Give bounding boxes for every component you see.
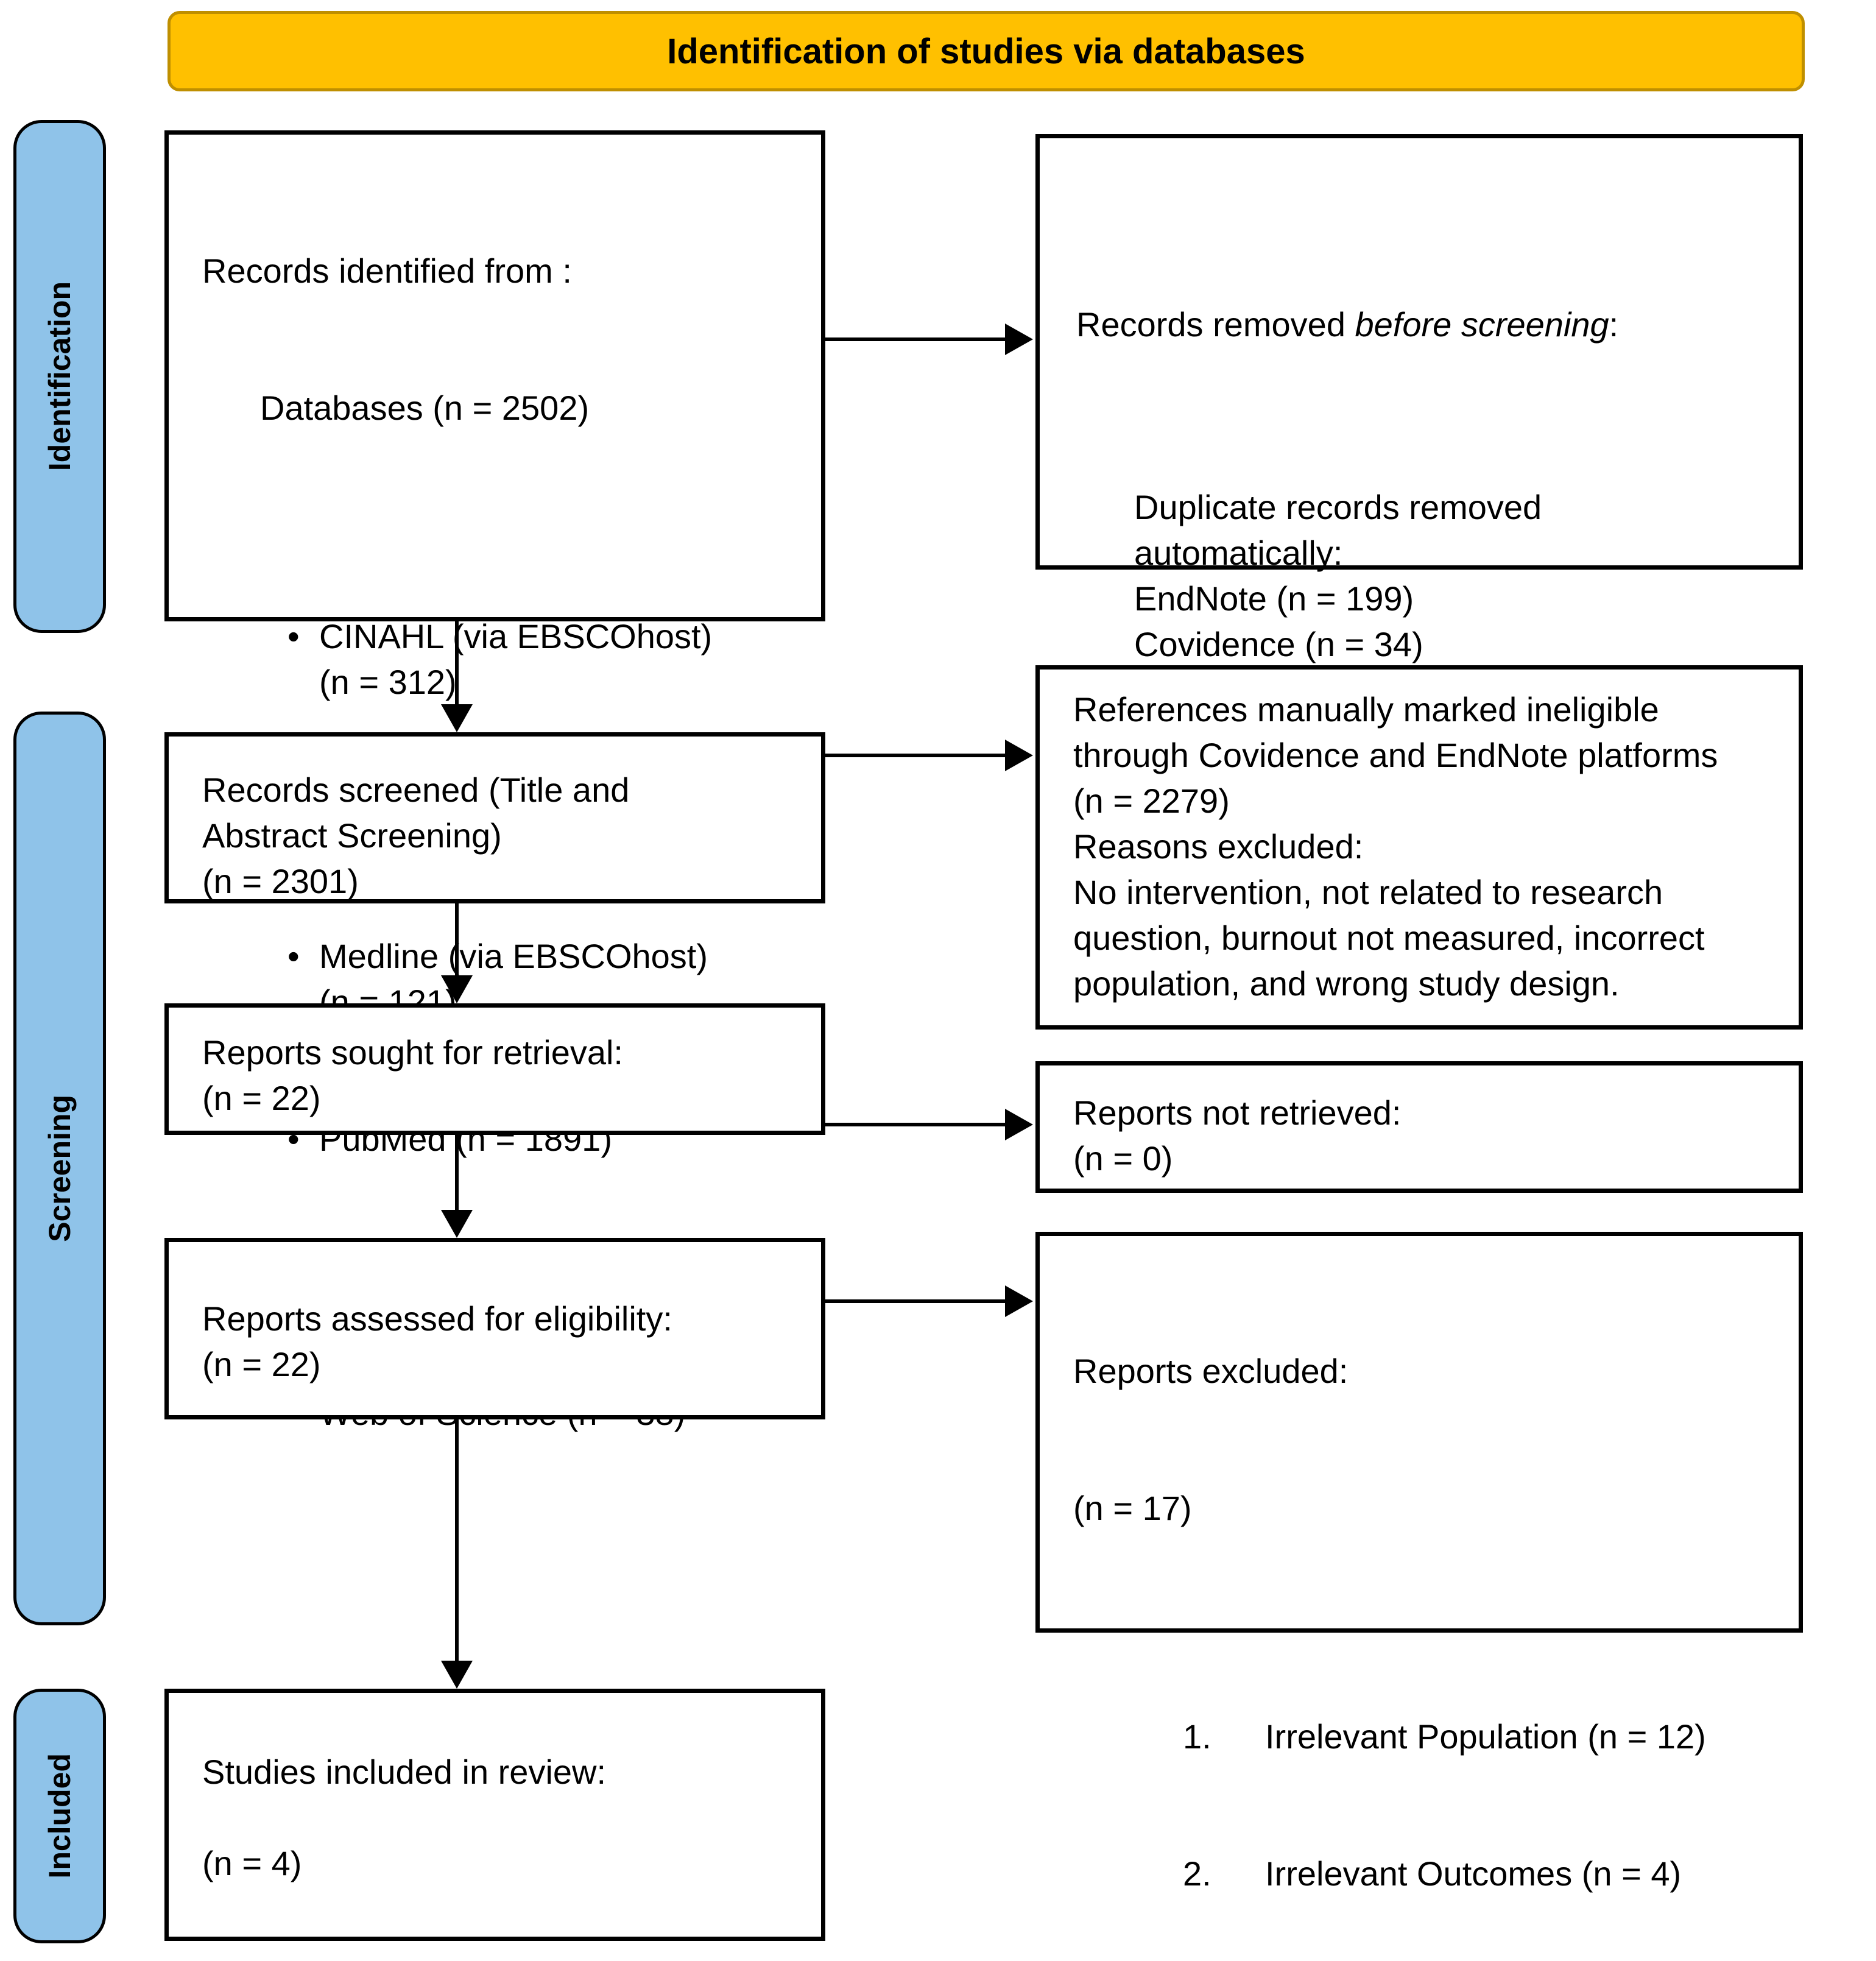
arrow-identified-to-removed-line — [825, 337, 1006, 341]
arrow-assessed-to-excluded-head — [1005, 1285, 1033, 1317]
reports-excluded-line1: Reports excluded: — [1073, 1352, 1349, 1390]
arrow-identified-to-removed-head — [1005, 323, 1033, 355]
arrow-identified-to-screened-head — [441, 704, 473, 732]
arrow-identified-to-screened-line — [455, 621, 459, 705]
reports-sought-box: Reports sought for retrieval: (n = 22) — [164, 1003, 825, 1135]
references-ineligible-box: References manually marked ineligible th… — [1035, 665, 1803, 1030]
records-identified-box: Records identified from : Databases (n =… — [164, 130, 825, 1432]
arrow-screened-to-ineligible-line — [825, 754, 1006, 757]
reports-assessed-box: Reports assessed for eligibility: (n = 2… — [164, 1238, 825, 1419]
item-number: 1. — [1183, 1717, 1211, 1756]
phase-identification-label: Identification — [43, 281, 77, 472]
phase-identification: Identification — [13, 120, 106, 633]
reports-excluded-box: Reports excluded: (n = 17) 1.Irrelevant … — [1035, 1232, 1803, 1893]
arrow-assessed-to-included-line — [455, 1419, 459, 1662]
records-identified-line2: Databases (n = 2502) — [260, 389, 590, 427]
arrow-sought-to-notretrieved-line — [825, 1123, 1006, 1126]
records-removed-box: Records removed before screening: Duplic… — [1035, 134, 1803, 663]
reports-assessed-text: Reports assessed for eligibility: (n = 2… — [202, 1299, 672, 1383]
studies-included-text: Studies included in review: (n = 4) — [202, 1753, 607, 1882]
list-item: 2.Irrelevant Outcomes (n = 4) — [1183, 1851, 1786, 1896]
bullet-glyph: • — [287, 617, 300, 655]
arrow-assessed-to-excluded-line — [825, 1299, 1006, 1303]
reports-sought-text: Reports sought for retrieval: (n = 22) — [202, 1033, 623, 1117]
phase-screening: Screening — [13, 712, 106, 1625]
phase-included: Included — [13, 1689, 106, 1943]
reports-not-retrieved-box: Reports not retrieved: (n = 0) — [1035, 1061, 1803, 1193]
reports-not-retrieved-text: Reports not retrieved: (n = 0) — [1073, 1094, 1402, 1178]
records-removed-details: Duplicate records removed automatically:… — [1134, 488, 1542, 663]
arrow-sought-to-assessed-head — [441, 1210, 473, 1238]
phase-included-label: Included — [43, 1753, 77, 1879]
records-removed-line1: Records removed before screening: — [1076, 305, 1619, 344]
bullet-glyph: • — [287, 937, 300, 975]
banner: Identification of studies via databases — [168, 11, 1805, 91]
banner-title: Identification of studies via databases — [667, 31, 1305, 71]
records-screened-box: Records screened (Title and Abstract Scr… — [164, 732, 825, 903]
studies-included-box: Studies included in review: (n = 4) — [164, 1689, 825, 1941]
list-item: 1.Irrelevant Population (n = 12) — [1183, 1714, 1786, 1759]
arrow-sought-to-assessed-line — [455, 1135, 459, 1211]
records-identified-line1: Records identified from : — [202, 252, 572, 290]
item-number: 2. — [1183, 1854, 1211, 1893]
records-screened-text: Records screened (Title and Abstract Scr… — [202, 771, 630, 900]
phase-screening-label: Screening — [43, 1095, 77, 1242]
exclusion-reason-list: 1.Irrelevant Population (n = 12) 2.Irrel… — [1183, 1622, 1786, 1961]
arrow-screened-to-ineligible-head — [1005, 740, 1033, 771]
arrow-sought-to-notretrieved-head — [1005, 1109, 1033, 1140]
arrow-screened-to-sought-line — [455, 903, 459, 977]
references-ineligible-text: References manually marked ineligible th… — [1073, 690, 1718, 1003]
arrow-assessed-to-included-head — [441, 1661, 473, 1689]
reports-excluded-line2: (n = 17) — [1073, 1489, 1192, 1527]
list-item: •CINAHL (via EBSCOhost) (n = 312) — [287, 613, 809, 705]
arrow-screened-to-sought-head — [441, 975, 473, 1003]
